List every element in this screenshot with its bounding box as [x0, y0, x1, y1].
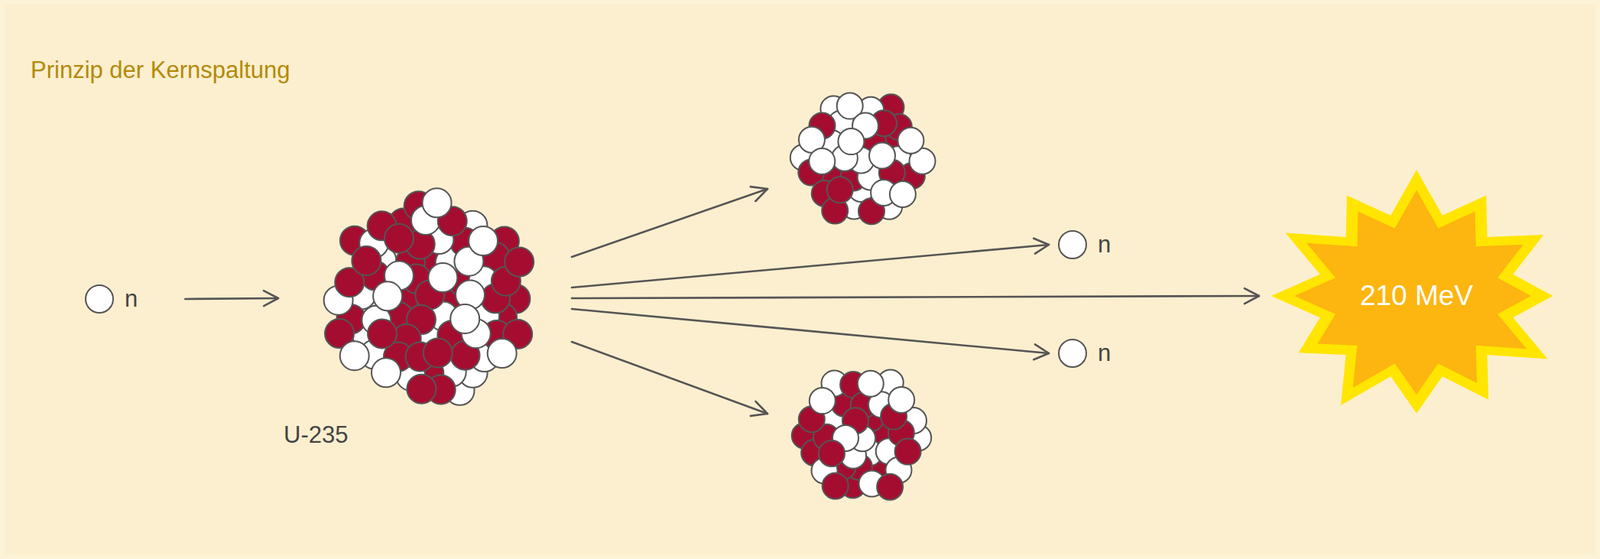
nucleon — [869, 142, 896, 169]
connector-arrow — [571, 308, 1049, 360]
connector-arrow — [571, 288, 1260, 304]
fission-fragment — [790, 93, 936, 225]
connector-line — [571, 308, 1049, 354]
fragment-arrow — [571, 341, 768, 414]
nucleon — [857, 370, 884, 397]
connector-arrow — [184, 290, 279, 306]
neutron: n — [1058, 338, 1111, 368]
nucleus-drawing — [316, 185, 542, 411]
nucleon — [367, 318, 397, 348]
energy-burst: 210 MeV — [1263, 168, 1570, 424]
burst-outer — [1271, 169, 1553, 414]
nucleon — [373, 281, 403, 311]
connector-line — [571, 295, 1260, 299]
neutron-circle — [1058, 230, 1088, 260]
connector-arrow — [571, 238, 1049, 288]
nucleon — [423, 337, 453, 367]
connector-line — [571, 244, 1049, 288]
nucleon — [351, 246, 381, 276]
nucleon — [808, 148, 835, 175]
uranium-nucleus: U-235 — [316, 185, 542, 411]
neutron: n — [84, 284, 138, 314]
neutron-circle — [84, 284, 114, 314]
fission-fragment — [791, 369, 932, 500]
burst-inner — [1294, 189, 1531, 395]
arrow-head — [1033, 344, 1049, 360]
nucleon — [487, 338, 517, 368]
nucleon — [468, 226, 498, 256]
nucleus-label: U-235 — [283, 421, 348, 449]
nucleon — [822, 472, 849, 499]
fragment-arrow — [571, 188, 768, 257]
nucleon — [422, 188, 452, 218]
nucleon — [837, 128, 864, 155]
arrow-head — [750, 401, 768, 416]
arrow-head — [1244, 288, 1260, 304]
arrow-head — [750, 186, 768, 202]
connector-line — [184, 298, 279, 299]
nucleon — [340, 340, 370, 370]
particle-label: n — [1097, 338, 1111, 368]
nucleon — [384, 223, 414, 254]
nucleon — [876, 473, 903, 500]
nucleon — [897, 127, 924, 154]
nucleon — [895, 438, 922, 465]
arrow-head — [1033, 238, 1049, 254]
nucleon — [450, 304, 480, 334]
nucleon — [371, 357, 401, 387]
nucleon — [889, 181, 916, 208]
particle-label: n — [1097, 230, 1111, 260]
nucleon — [428, 262, 458, 293]
energy-label: 210 MeV — [1359, 279, 1474, 312]
neutron: n — [1058, 230, 1111, 260]
nucleon — [406, 374, 436, 404]
nucleon — [888, 386, 915, 413]
arrow-head — [263, 290, 279, 306]
nucleon — [827, 176, 854, 203]
particle-label: n — [124, 284, 138, 314]
nucleon — [818, 440, 845, 467]
nucleon — [504, 247, 534, 277]
nucleon — [809, 387, 836, 414]
diagram-title: Prinzip der Kernspaltung — [30, 56, 290, 85]
neutron-circle — [1058, 338, 1088, 368]
